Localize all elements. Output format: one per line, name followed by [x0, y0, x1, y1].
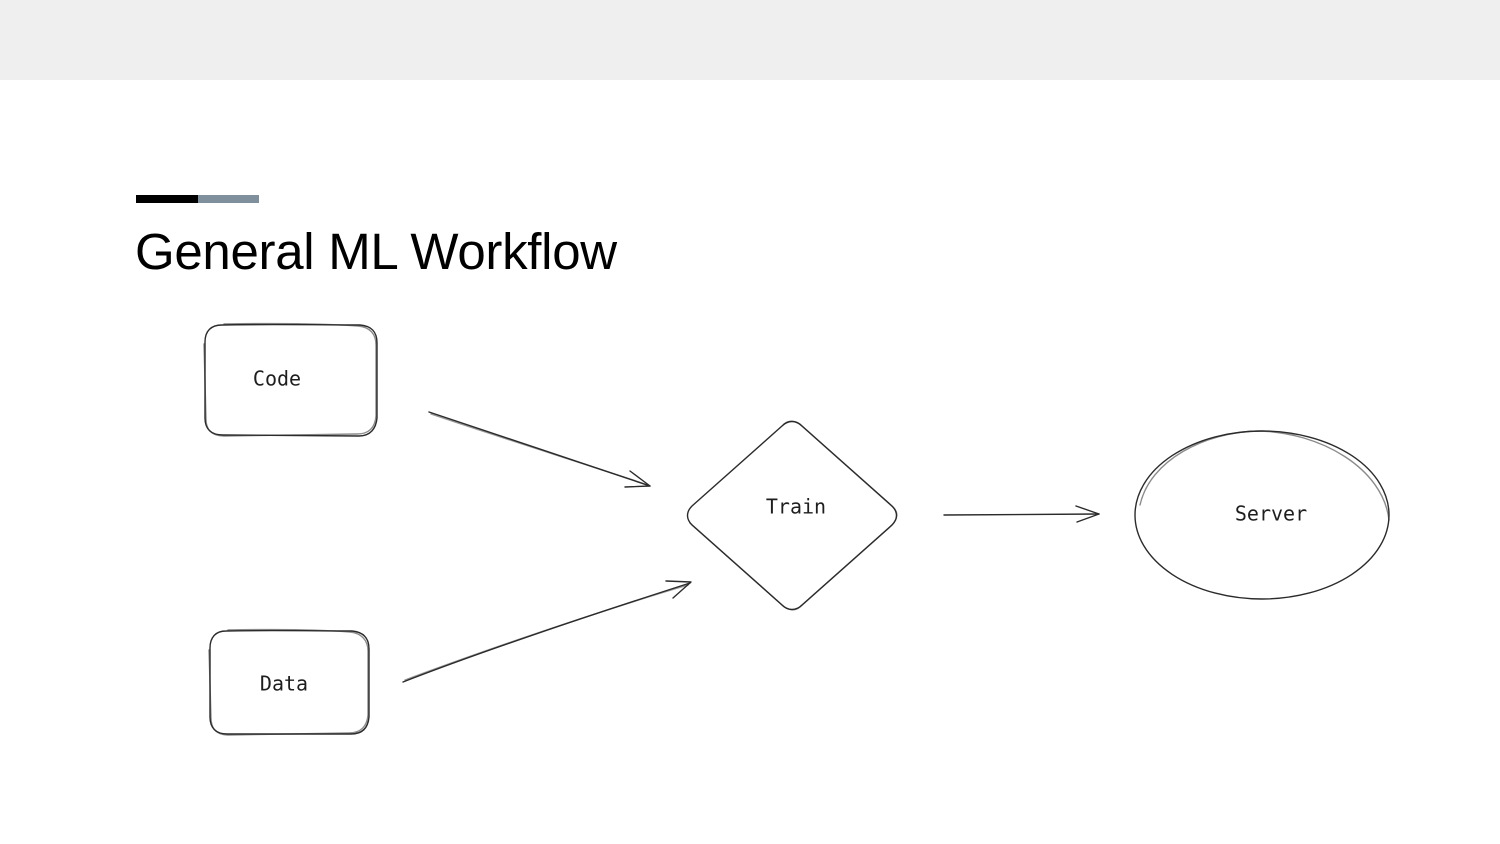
server-node[interactable]: Server: [1134, 430, 1390, 600]
arrow-code-to-train: [428, 411, 651, 488]
title-accent-dark: [136, 195, 198, 203]
slide-title: General ML Workflow: [135, 223, 617, 280]
arrow-data-to-train: [402, 580, 692, 683]
code-node[interactable]: Code: [203, 322, 378, 437]
server-node-label: Server: [1235, 502, 1307, 526]
title-accent-gray: [198, 195, 259, 203]
train-node-label: Train: [766, 495, 826, 519]
top-bar: [0, 0, 1500, 80]
slide: General ML Workflow Code Data Train Serv…: [0, 80, 1500, 844]
arrow-train-to-server: [943, 505, 1100, 523]
data-node-label: Data: [260, 672, 308, 696]
code-node-label: Code: [253, 367, 301, 391]
train-node[interactable]: Train: [686, 420, 898, 611]
data-node[interactable]: Data: [208, 628, 370, 736]
